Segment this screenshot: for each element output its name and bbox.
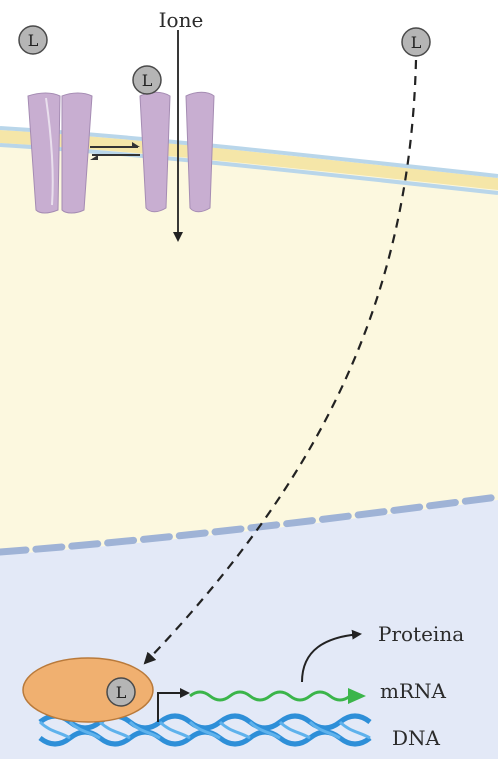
svg-text:L: L	[411, 33, 422, 52]
dna-label: DNA	[392, 726, 441, 750]
ligand-bound-to-receptor: L	[107, 678, 135, 706]
free-ligand-top-left: L	[19, 26, 47, 54]
ion-label: Ione	[159, 8, 204, 32]
svg-text:L: L	[28, 31, 39, 50]
mrna-label: mRNA	[380, 679, 447, 703]
svg-text:L: L	[116, 683, 127, 702]
protein-label: Proteina	[378, 622, 464, 646]
ligand-bound-to-channel: L	[133, 66, 161, 94]
svg-text:L: L	[142, 71, 153, 90]
free-ligand-top-right: L	[402, 28, 430, 56]
